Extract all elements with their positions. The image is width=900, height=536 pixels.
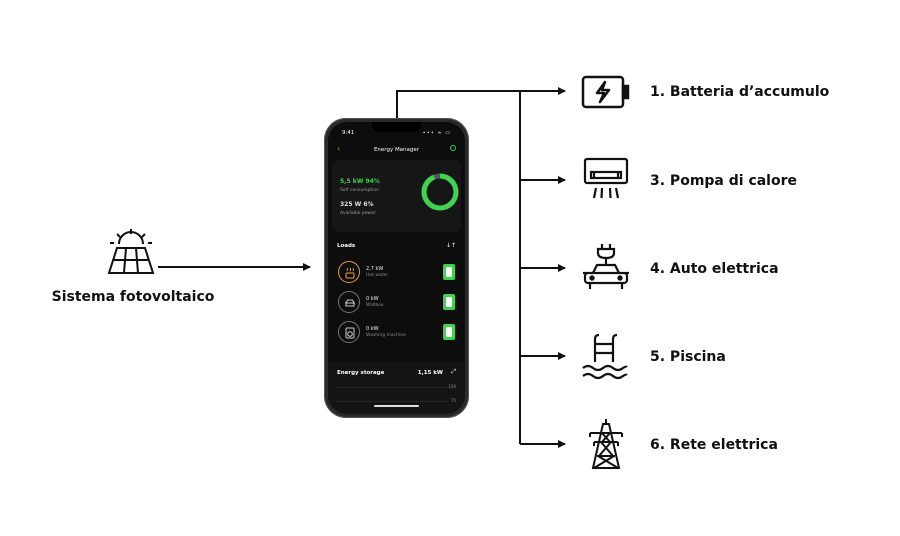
app-title: Energy Manager	[373, 147, 420, 153]
summary-card: 5,5 kW 94% Self consumption 325 W 6% Ava…	[332, 160, 461, 232]
home-indicator	[374, 405, 419, 407]
destination-label-heat-pump: 3. Pompa di calore	[650, 173, 797, 189]
loads-title: Loads	[337, 243, 356, 249]
phone-screen: 9:41 ∙∙∙ ≈ ▭ ‹ Energy Manager 5,5 kW 94%…	[328, 122, 465, 414]
storage-title: Energy storage	[337, 370, 385, 376]
battery-icon	[581, 75, 630, 109]
arrow-phone-to-battery	[396, 87, 566, 118]
status-time: 9:41	[342, 130, 355, 136]
sort-icon[interactable]: ↓↑	[445, 242, 456, 249]
self-consumption-label: Self consumption	[340, 188, 380, 193]
load-toggle[interactable]	[443, 264, 455, 280]
power-pylon-icon	[589, 419, 623, 469]
destination-label-battery: 1. Batteria d’accumulo	[650, 84, 830, 100]
load-row-washing-machine[interactable]: 0 kW Washing machine	[332, 319, 461, 347]
destination-label-grid: 6. Rete elettrica	[650, 437, 778, 453]
load-name: Washing machine	[366, 333, 406, 338]
storage-tick: 100	[448, 384, 456, 389]
load-row-wallbox[interactable]: 0 kW Wallbox	[332, 289, 461, 317]
solar-panel-icon	[107, 229, 155, 274]
pool-ladder-icon	[582, 333, 628, 380]
available-power-label: Available power	[340, 211, 376, 216]
source-label: Sistema fotovoltaico	[51, 289, 215, 305]
expand-icon[interactable]: ⤢	[451, 368, 456, 375]
donut-arc	[421, 173, 459, 211]
load-name: Wallbox	[366, 303, 384, 308]
washing-machine-icon	[338, 321, 360, 343]
phone-mockup: 9:41 ∙∙∙ ≈ ▭ ‹ Energy Manager 5,5 kW 94%…	[324, 118, 469, 418]
chart-gridline	[337, 387, 447, 388]
destination-label-car: 4. Auto elettrica	[650, 261, 779, 277]
load-toggle[interactable]	[443, 294, 455, 310]
self-consumption-donut	[421, 173, 459, 211]
storage-tick: 75	[450, 398, 456, 403]
storage-value: 1,15 kW	[417, 370, 443, 376]
hot-water-icon	[338, 261, 360, 283]
available-power-value: 325 W 6%	[340, 201, 374, 208]
heat-pump-icon	[583, 157, 629, 199]
load-toggle[interactable]	[443, 324, 455, 340]
chart-gridline	[337, 401, 447, 402]
load-value: 2,7 kW	[366, 266, 384, 272]
load-name: Hot water	[366, 273, 389, 278]
wallbox-car-icon	[338, 291, 360, 313]
back-icon[interactable]: ‹	[337, 144, 341, 153]
load-row-hot-water[interactable]: 2,7 kW Hot water	[332, 259, 461, 287]
electric-car-icon	[583, 244, 629, 289]
load-value: 0 kW	[366, 296, 379, 302]
load-value: 0 kW	[366, 326, 379, 332]
phone-notch	[372, 122, 421, 132]
self-consumption-value: 5,5 kW 94%	[340, 178, 380, 185]
status-icons: ∙∙∙ ≈ ▭	[422, 130, 451, 136]
settings-icon[interactable]	[450, 145, 456, 151]
destination-label-pool: 5. Piscina	[650, 349, 726, 365]
